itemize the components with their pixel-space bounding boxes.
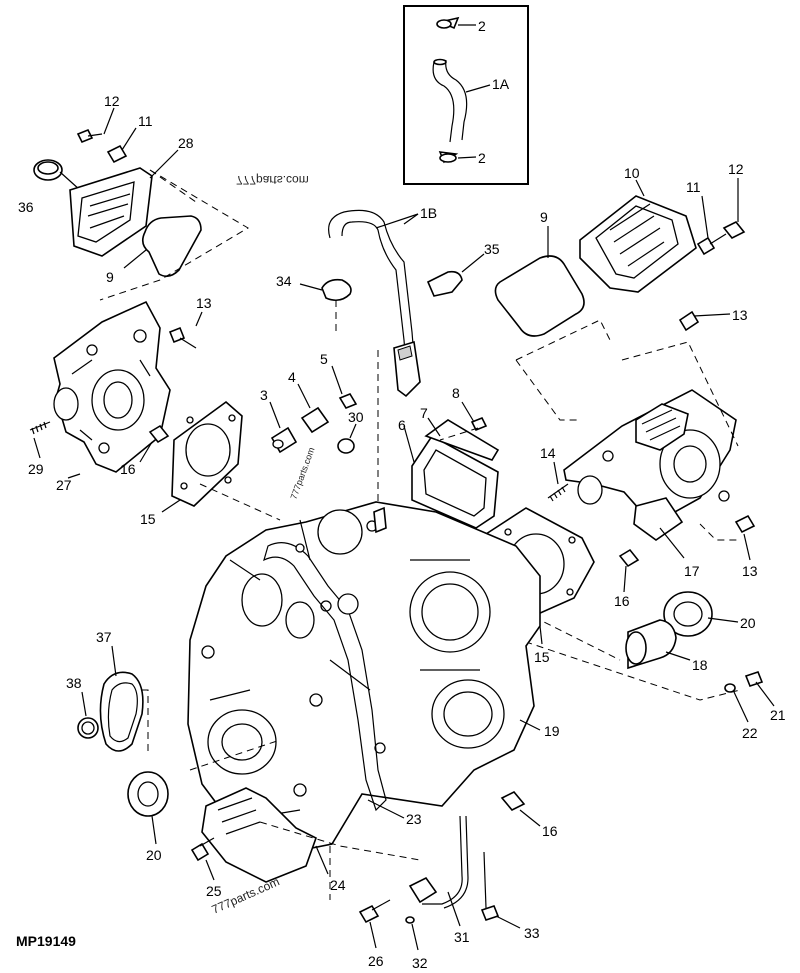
callout-25: 25 bbox=[206, 883, 222, 899]
callout-37: 37 bbox=[96, 629, 112, 645]
figure-code: MP19149 bbox=[16, 933, 76, 949]
callout-22: 22 bbox=[742, 725, 758, 741]
callout-29: 29 bbox=[28, 461, 44, 477]
callout-1a: 1A bbox=[492, 76, 510, 92]
callout-27: 27 bbox=[56, 477, 72, 493]
callout-8: 8 bbox=[452, 385, 460, 401]
callout-17: 17 bbox=[684, 563, 700, 579]
right-cylinder-head bbox=[547, 341, 756, 561]
callout-16: 16 bbox=[542, 823, 558, 839]
callout-13: 13 bbox=[742, 563, 758, 579]
right-gasket-plates bbox=[403, 401, 500, 529]
callout-2: 2 bbox=[478, 18, 486, 34]
callout-5: 5 bbox=[320, 351, 328, 367]
callout-24: 24 bbox=[330, 877, 346, 893]
callout-6: 6 bbox=[398, 417, 406, 433]
callout-9: 9 bbox=[540, 209, 548, 225]
callout-15: 15 bbox=[140, 511, 156, 527]
right-valve-cover-assembly bbox=[494, 178, 746, 421]
watermark-top: 777parts.com bbox=[236, 173, 309, 187]
callout-18: 18 bbox=[692, 657, 708, 673]
callout-23: 23 bbox=[406, 811, 422, 827]
callout-16: 16 bbox=[614, 593, 630, 609]
callout-2: 2 bbox=[478, 150, 486, 166]
callout-28: 28 bbox=[178, 135, 194, 151]
crankcase-block bbox=[130, 501, 541, 855]
callout-1b: 1B bbox=[420, 205, 437, 221]
callout-9: 9 bbox=[106, 269, 114, 285]
left-valve-cover-assembly bbox=[33, 107, 249, 301]
callout-15: 15 bbox=[534, 649, 550, 665]
callout-20: 20 bbox=[146, 847, 162, 863]
callout-10: 10 bbox=[624, 165, 640, 181]
callout-12: 12 bbox=[728, 161, 744, 177]
callout-4: 4 bbox=[288, 369, 296, 385]
callout-21: 21 bbox=[770, 707, 786, 723]
callout-36: 36 bbox=[18, 199, 34, 215]
callout-7: 7 bbox=[420, 405, 428, 421]
inset-hose-detail bbox=[403, 5, 529, 185]
callout-35: 35 bbox=[484, 241, 500, 257]
callout-30: 30 bbox=[348, 409, 364, 425]
callout-31: 31 bbox=[454, 929, 470, 945]
callout-11: 11 bbox=[686, 179, 701, 195]
callout-13: 13 bbox=[732, 307, 748, 323]
hose-1b bbox=[299, 209, 485, 510]
callout-33: 33 bbox=[524, 925, 540, 941]
callout-11: 11 bbox=[138, 113, 153, 129]
callout-34: 34 bbox=[276, 273, 292, 289]
callout-20: 20 bbox=[740, 615, 756, 631]
left-seals bbox=[77, 645, 169, 845]
bottom-parts bbox=[190, 787, 541, 951]
callout-3: 3 bbox=[260, 387, 268, 403]
left-cylinder-head bbox=[29, 300, 281, 521]
callout-26: 26 bbox=[368, 953, 384, 969]
callout-38: 38 bbox=[66, 675, 82, 691]
callout-12: 12 bbox=[104, 93, 120, 109]
callout-14: 14 bbox=[540, 445, 556, 461]
callout-19: 19 bbox=[544, 723, 560, 739]
small-parts-center bbox=[269, 365, 358, 454]
callout-32: 32 bbox=[412, 955, 428, 971]
callout-16: 16 bbox=[120, 461, 136, 477]
watermark-middle: 777parts.com bbox=[288, 446, 316, 501]
callout-13: 13 bbox=[196, 295, 212, 311]
